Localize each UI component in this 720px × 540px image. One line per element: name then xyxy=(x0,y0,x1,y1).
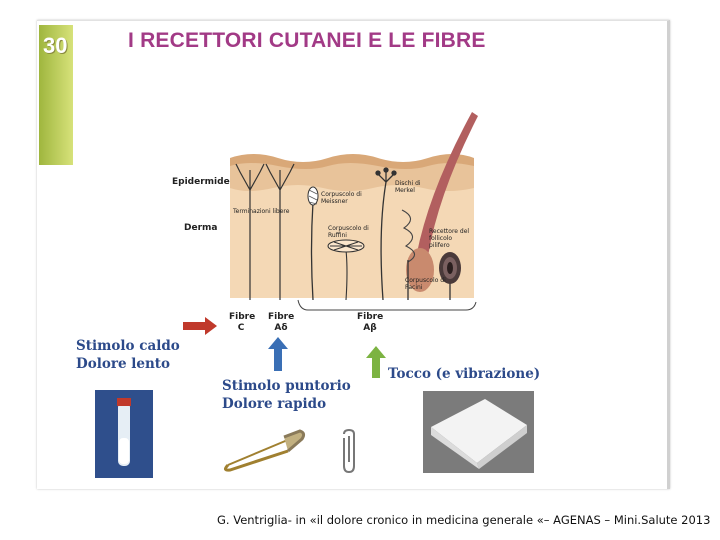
label-pacini: Corpuscolo di Pacini xyxy=(405,277,449,291)
skin-diagram xyxy=(228,110,478,300)
heat-line2: Dolore lento xyxy=(76,356,170,372)
touch-stimulus-text: Tocco (e vibrazione) xyxy=(388,365,540,383)
arrow-right-red xyxy=(183,317,217,335)
label-ruffini: Corpuscolo di Ruffini xyxy=(328,225,378,239)
label-merkel: Dischi di Merkel xyxy=(395,180,431,194)
slide-title: I RECETTORI CUTANEI E LE FIBRE xyxy=(128,29,486,53)
fiber-ab-line1: Fibre xyxy=(357,312,383,322)
label-dermis: Derma xyxy=(184,223,217,233)
label-follicle-receptor: Recettore del follicolo pilifero xyxy=(429,228,473,249)
paper-clip-image xyxy=(338,428,360,476)
fiber-ad-line2: Aδ xyxy=(274,323,287,333)
heat-line1: Stimolo caldo xyxy=(76,338,180,354)
test-tube-image xyxy=(95,390,153,478)
fiber-ab-line2: Aβ xyxy=(363,323,376,333)
label-free-endings: Terminazioni libere xyxy=(233,208,297,215)
cotton-image xyxy=(423,391,534,473)
side-logo: 30 xyxy=(39,25,73,165)
label-epidermis: Epidermide xyxy=(172,177,230,187)
fiber-c-line1: Fibre xyxy=(229,312,255,322)
footer-citation: G. Ventriglia- in «il dolore cronico in … xyxy=(217,513,710,527)
label-meissner: Corpuscolo di Meissner xyxy=(321,191,365,205)
fiber-ad-line1: Fibre xyxy=(268,312,294,322)
safety-pin-image xyxy=(222,425,306,473)
prick-line1: Stimolo puntorio xyxy=(222,378,351,394)
prick-line2: Dolore rapido xyxy=(222,396,326,412)
fiber-c-line2: C xyxy=(238,323,245,333)
arrow-up-green xyxy=(366,346,386,378)
arrow-up-blue xyxy=(268,337,288,371)
side-logo-text: 30 xyxy=(43,35,67,57)
